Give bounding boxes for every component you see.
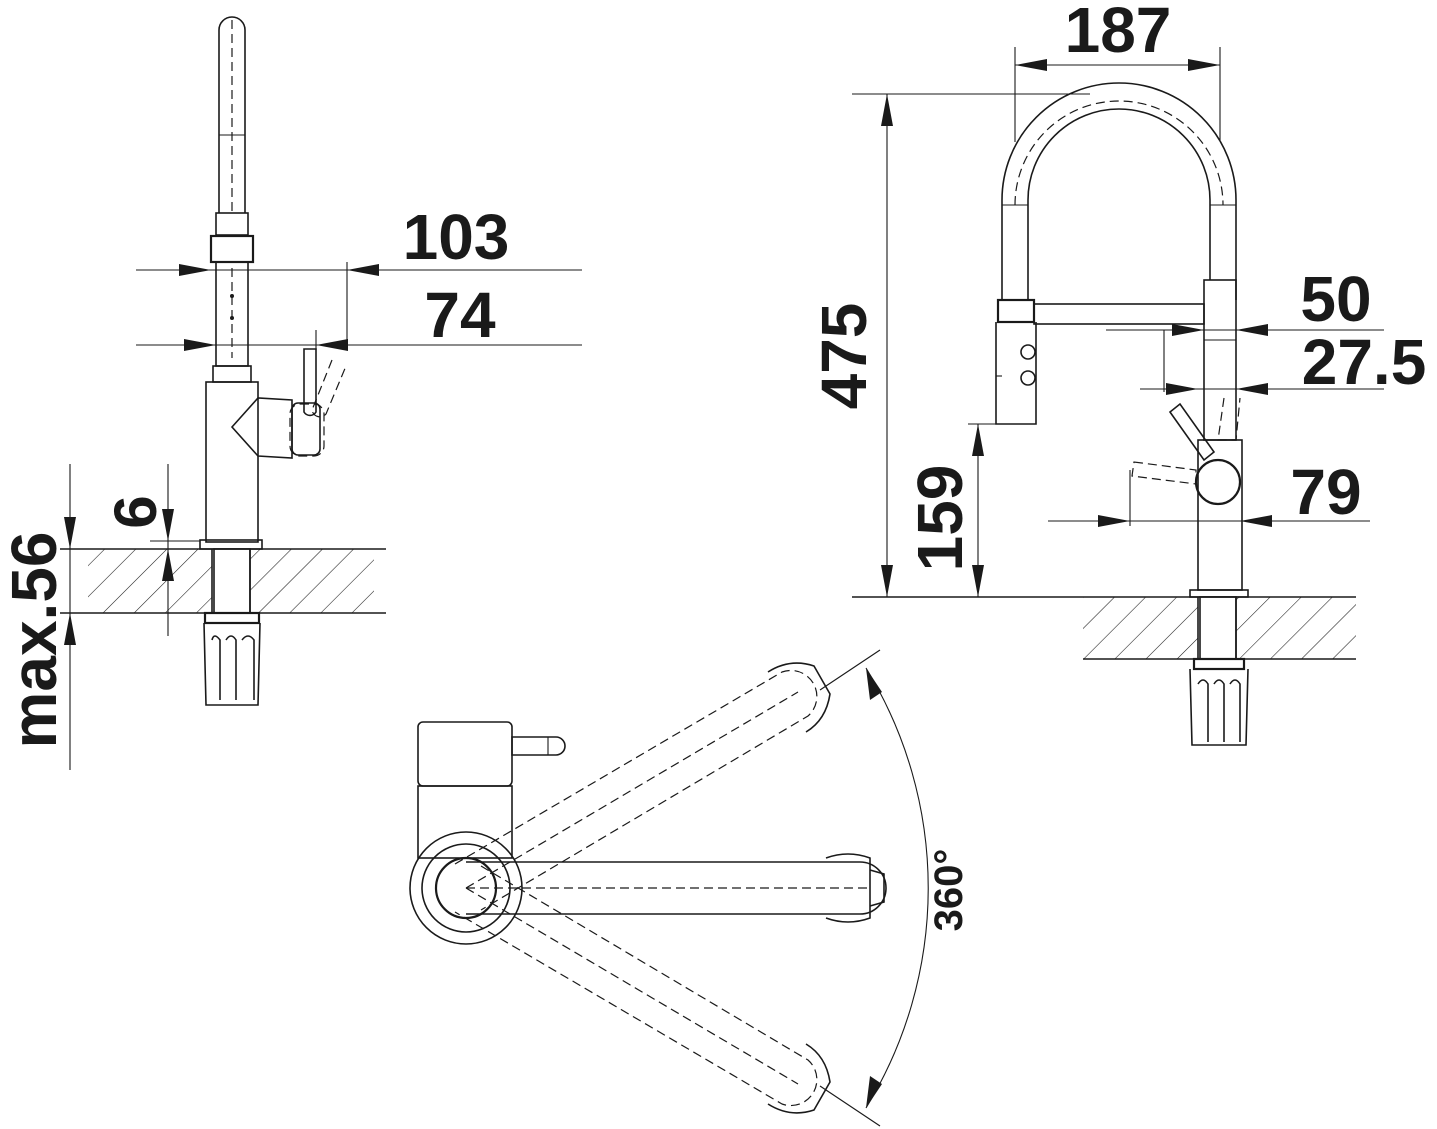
dimension-159: 159 (904, 423, 1000, 597)
side-view: 103 74 6 max.56 (0, 16, 582, 770)
front-view: 187 475 159 50 27.5 (808, 0, 1426, 746)
spray-head (995, 298, 1205, 425)
dimension-79: 79 (1048, 456, 1370, 528)
dimension-74: 74 (136, 279, 582, 351)
dimension-360: 360° (819, 649, 971, 1127)
connector-left (203, 548, 261, 706)
label-159: 159 (904, 465, 976, 572)
label-27-5: 27.5 (1302, 326, 1427, 398)
label-max56: max.56 (0, 531, 70, 748)
dimension-6: 6 (102, 464, 200, 636)
countertop-section-right (852, 596, 1356, 660)
dimension-103: 103 (136, 201, 582, 342)
spout-position-lower (454, 865, 831, 1114)
label-475: 475 (808, 303, 880, 410)
label-74: 74 (424, 279, 496, 351)
dimension-187: 187 (1014, 0, 1221, 142)
spout-tube (209, 16, 255, 383)
spout-position-center (466, 853, 887, 923)
label-6: 6 (102, 495, 169, 528)
label-187: 187 (1065, 0, 1172, 66)
dimension-max56: max.56 (0, 464, 76, 770)
spout-position-upper (454, 662, 831, 911)
label-79: 79 (1290, 456, 1361, 528)
arched-spout (1001, 82, 1237, 300)
dimension-27-5: 27.5 (1140, 326, 1426, 398)
dimension-50: 50 (1106, 263, 1384, 336)
label-360: 360° (927, 849, 971, 932)
label-50: 50 (1300, 263, 1371, 335)
label-103: 103 (403, 201, 510, 273)
countertop-section-left (60, 548, 386, 614)
connector-right (1189, 596, 1249, 746)
dimension-475: 475 (808, 93, 1090, 597)
top-view: 360° (409, 649, 971, 1127)
mixer-body (199, 348, 347, 550)
